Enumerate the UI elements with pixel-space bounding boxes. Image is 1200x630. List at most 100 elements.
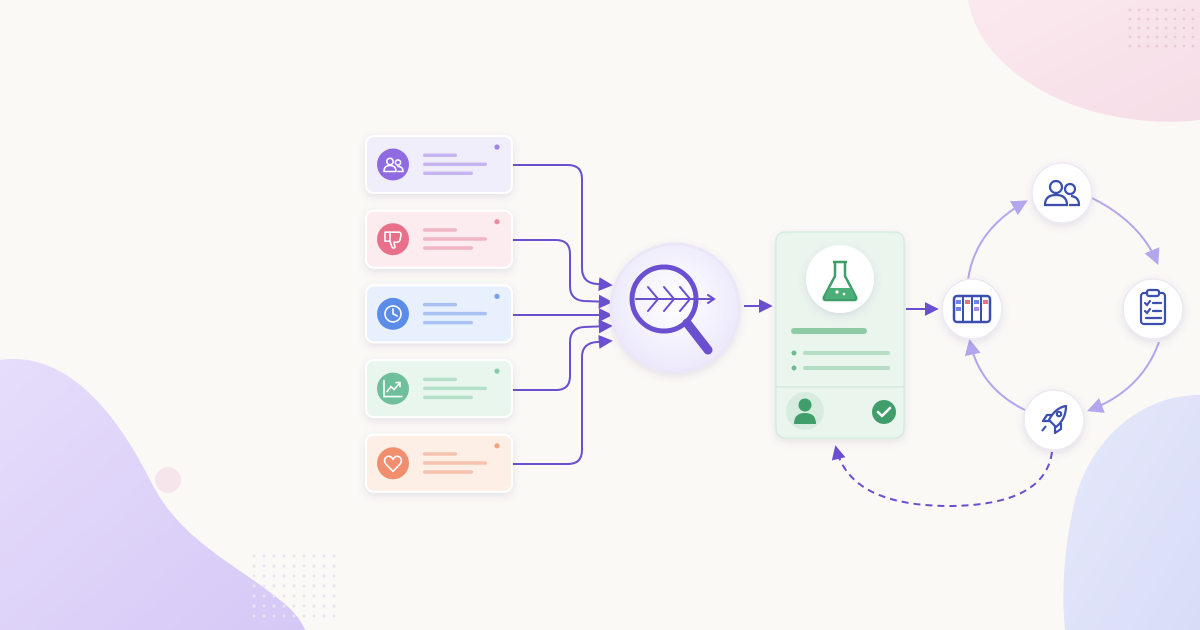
decor-dot <box>1137 8 1141 12</box>
decor-dot <box>272 614 276 618</box>
decor-dot <box>332 604 336 608</box>
dot-grid-bottom-left <box>252 554 336 618</box>
decor-dot <box>262 564 266 568</box>
decor-dot <box>272 604 276 608</box>
decor-dot <box>1191 35 1195 39</box>
cycle-arcs <box>964 197 1160 413</box>
decor-dot <box>1137 35 1141 39</box>
decor-dot <box>272 574 276 578</box>
decor-dot <box>332 554 336 558</box>
decor-dot <box>1146 35 1150 39</box>
decor-dot <box>1164 8 1168 12</box>
connector-4 <box>512 319 613 391</box>
text-placeholder-line <box>423 320 473 325</box>
decor-dot <box>282 584 286 588</box>
input-card[interactable] <box>365 135 513 194</box>
decor-dot <box>292 584 296 588</box>
decor-dot <box>1182 35 1186 39</box>
decor-dot <box>312 554 316 558</box>
input-card[interactable] <box>365 359 513 419</box>
decor-dot <box>262 594 266 598</box>
decor-dot <box>272 554 276 558</box>
connector-1 <box>512 164 613 292</box>
decor-dot <box>292 554 296 558</box>
text-placeholder-line <box>423 228 457 232</box>
faint-circle <box>155 467 181 493</box>
decor-dot <box>1164 17 1168 21</box>
check-circle-icon <box>872 400 896 424</box>
input-card[interactable] <box>365 209 513 269</box>
decor-dot <box>252 604 256 608</box>
input-card[interactable] <box>365 284 513 344</box>
status-dot <box>494 219 500 225</box>
connector-5 <box>512 334 613 465</box>
decor-dot <box>1146 17 1150 21</box>
text-placeholder-line <box>423 470 473 474</box>
decor-dot <box>312 594 316 598</box>
connector-2 <box>512 239 613 309</box>
cycle-node-checklist[interactable] <box>1122 278 1184 340</box>
cycle-node-rocket[interactable] <box>1023 389 1085 451</box>
decor-dot <box>302 614 306 618</box>
decor-dot <box>282 574 286 578</box>
decor-dot <box>1173 26 1177 30</box>
text-placeholder-line <box>423 377 457 382</box>
decor-dot <box>1155 17 1159 21</box>
decor-dot <box>1128 26 1132 30</box>
cycle-arc-top-right <box>1091 197 1160 265</box>
decor-dot <box>1155 35 1159 39</box>
decor-dot <box>1191 26 1195 30</box>
decor-dot <box>1173 44 1177 48</box>
text-placeholder-line <box>423 246 473 250</box>
decor-dot <box>332 594 336 598</box>
decor-dot <box>312 584 316 588</box>
decor-dot <box>252 614 256 618</box>
bullet-line <box>803 351 890 355</box>
bullet-line <box>803 366 890 370</box>
decor-dot <box>332 614 336 618</box>
decor-dot <box>312 574 316 578</box>
decor-dot <box>1137 26 1141 30</box>
decor-dot <box>262 584 266 588</box>
status-dot <box>494 443 500 449</box>
dot-grid-top-right <box>1128 8 1195 48</box>
text-placeholder-line <box>423 461 487 465</box>
decor-dot <box>312 564 316 568</box>
input-card-icon-disc <box>377 148 409 181</box>
decor-dot <box>1146 44 1150 48</box>
flask-badge <box>806 245 874 313</box>
bullet-dot <box>791 350 797 356</box>
analysis-hub[interactable] <box>609 242 741 374</box>
decor-dot <box>1155 26 1159 30</box>
decor-dot <box>1155 44 1159 48</box>
decor-dot <box>292 564 296 568</box>
input-card[interactable] <box>365 433 513 493</box>
decor-dot <box>272 564 276 568</box>
decor-dot <box>302 564 306 568</box>
cycle-node-kanban[interactable] <box>941 278 1003 340</box>
decor-dot <box>282 594 286 598</box>
decor-dot <box>332 564 336 568</box>
decor-dot <box>292 574 296 578</box>
decor-dot <box>282 564 286 568</box>
decor-dot <box>322 604 326 608</box>
status-dot <box>494 368 500 374</box>
cycle-node-team[interactable] <box>1031 162 1093 224</box>
decor-dot <box>1137 17 1141 21</box>
decor-dot <box>332 584 336 588</box>
decor-dot <box>1164 44 1168 48</box>
status-dot <box>494 144 500 150</box>
decor-dot <box>262 554 266 558</box>
decor-dot <box>1182 44 1186 48</box>
clock-icon <box>384 305 402 323</box>
decor-dot <box>1191 17 1195 21</box>
hypothesis-card[interactable] <box>775 231 905 439</box>
decor-dot <box>1128 8 1132 12</box>
decor-dot <box>292 614 296 618</box>
decor-dot <box>1128 44 1132 48</box>
decor-dot <box>272 584 276 588</box>
decor-dot <box>312 614 316 618</box>
decor-dot <box>1128 17 1132 21</box>
cycle-arc-left-top <box>967 200 1028 281</box>
decor-dot <box>252 554 256 558</box>
